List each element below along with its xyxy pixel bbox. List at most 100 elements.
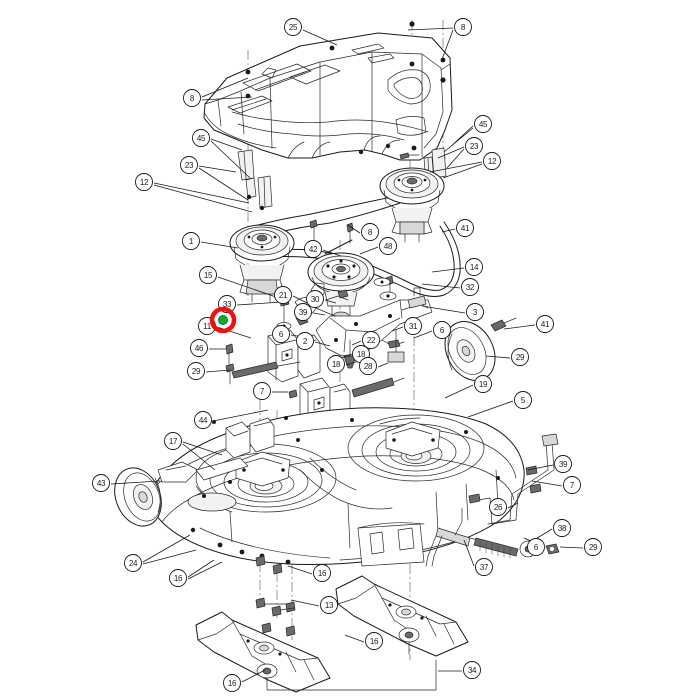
callout-bubble-37[interactable]: 37: [475, 558, 493, 576]
callout-ring: [563, 476, 581, 494]
callout-ring: [306, 290, 324, 308]
callout-number: 14: [470, 263, 479, 272]
callout-leader: [153, 182, 253, 213]
callout-ring: [359, 357, 377, 375]
callout-leader: [201, 77, 253, 101]
callout-leader: [110, 480, 161, 485]
callout-bubble-12[interactable]: 12: [483, 152, 501, 170]
callout-bubble-16[interactable]: 16: [169, 569, 187, 587]
callout-bubble-19[interactable]: 19: [474, 375, 492, 393]
callout-number: 26: [494, 503, 503, 512]
callout-bubble-38[interactable]: 38: [553, 519, 571, 537]
callout-ring: [465, 258, 483, 276]
callout-bubble-2[interactable]: 2: [296, 332, 314, 350]
callout-leader: [340, 354, 352, 359]
callout-leader: [467, 400, 514, 418]
callout-bubble-39[interactable]: 39: [554, 455, 572, 473]
callout-leader: [287, 565, 313, 575]
callout-bubble-12[interactable]: 12: [135, 173, 153, 191]
callout-bubble-34[interactable]: 34: [463, 661, 481, 679]
callout-bubble-23[interactable]: 23: [465, 137, 483, 155]
callout-ring: [527, 538, 545, 556]
callout-bubble-6[interactable]: 6: [527, 538, 545, 556]
callout-leader: [198, 165, 249, 201]
callout-bubble-29[interactable]: 29: [511, 348, 529, 366]
callout-number: 12: [488, 157, 497, 166]
callout-bubble-15[interactable]: 15: [199, 266, 217, 284]
callout-bubble-6[interactable]: 6: [433, 321, 451, 339]
callout-bubble-25[interactable]: 25: [284, 18, 302, 36]
callout-bubble-16[interactable]: 16: [365, 632, 383, 650]
callout-ring: [465, 137, 483, 155]
selected-part-highlight[interactable]: [209, 306, 237, 334]
callout-bubble-41[interactable]: 41: [536, 315, 554, 333]
callout-bubble-24[interactable]: 24: [124, 554, 142, 572]
callout-ring: [199, 266, 217, 284]
callout-ring: [433, 321, 451, 339]
callout-bubble-26[interactable]: 26: [489, 498, 507, 516]
callout-leader: [142, 534, 197, 565]
callout-leader: [431, 267, 465, 273]
callout-bubble-31[interactable]: 31: [404, 317, 422, 335]
callout-leader: [200, 241, 239, 249]
callout-ring: [404, 317, 422, 335]
highlight-core[interactable]: [218, 315, 228, 325]
callout-bubble-8[interactable]: 8: [361, 223, 379, 241]
callout-bubble-23[interactable]: 23: [180, 156, 198, 174]
callout-bubble-16[interactable]: 16: [223, 674, 241, 692]
callout-bubble-13[interactable]: 13: [320, 596, 338, 614]
callout-ring: [274, 286, 292, 304]
callout-bubble-22[interactable]: 22: [362, 331, 380, 349]
height-adjust-linkage-right: [468, 433, 559, 525]
callout-number: 29: [516, 353, 525, 362]
callout-bubble-3[interactable]: 3: [466, 303, 484, 321]
callout-number: 16: [174, 574, 183, 583]
callout-bubble-45[interactable]: 45: [474, 115, 492, 133]
callout-bubble-30[interactable]: 30: [306, 290, 324, 308]
callout-leader: [413, 330, 433, 339]
callout-bubble-29[interactable]: 29: [187, 362, 205, 380]
callout-leader: [314, 341, 331, 347]
callout-number: 7: [570, 481, 575, 490]
callout-number: 45: [479, 120, 488, 129]
callout-bubble-41[interactable]: 41: [456, 219, 474, 237]
callout-bubble-6[interactable]: 6: [272, 325, 290, 343]
callout-bubble-17[interactable]: 17: [164, 432, 182, 450]
callout-bubble-18[interactable]: 18: [327, 355, 345, 373]
callout-bubble-14[interactable]: 14: [465, 258, 483, 276]
callout-bubble-8[interactable]: 8: [183, 89, 201, 107]
callout-leader: [441, 228, 456, 233]
callout-bubble-48[interactable]: 48: [379, 237, 397, 255]
callout-ring: [553, 519, 571, 537]
callout-bubble-39[interactable]: 39: [294, 303, 312, 321]
callout-ring: [92, 474, 110, 492]
callout-ring: [379, 237, 397, 255]
callout-ring: [454, 18, 472, 36]
callout-bubble-42[interactable]: 42: [304, 240, 322, 258]
callout-leader: [322, 249, 342, 257]
callout-number: 33: [223, 300, 232, 309]
callout-number: 44: [199, 416, 208, 425]
callout-bubble-21[interactable]: 21: [274, 286, 292, 304]
callout-bubble-28[interactable]: 28: [359, 357, 377, 375]
callout-bubble-29[interactable]: 29: [584, 538, 602, 556]
callout-bubble-8[interactable]: 8: [454, 18, 472, 36]
callout-leader: [391, 326, 404, 332]
callout-bubble-43[interactable]: 43: [92, 474, 110, 492]
callout-number: 8: [190, 94, 195, 103]
callout-bubble-32[interactable]: 32: [461, 278, 479, 296]
callout-bubble-7[interactable]: 7: [253, 382, 271, 400]
callout-bubble-1[interactable]: 1: [182, 232, 200, 250]
upper-deck-shell: [203, 32, 453, 161]
callout-leader: [444, 384, 474, 399]
callout-ring: [164, 432, 182, 450]
blade-alignment-lines: [266, 641, 437, 691]
callout-bubble-46[interactable]: 46: [190, 339, 208, 357]
callout-number: 17: [169, 437, 178, 446]
callout-bubble-5[interactable]: 5: [514, 391, 532, 409]
callout-bubble-7[interactable]: 7: [563, 476, 581, 494]
callout-bubble-16[interactable]: 16: [313, 564, 331, 582]
callout-bubble-45[interactable]: 45: [192, 129, 210, 147]
callout-bubble-44[interactable]: 44: [194, 411, 212, 429]
